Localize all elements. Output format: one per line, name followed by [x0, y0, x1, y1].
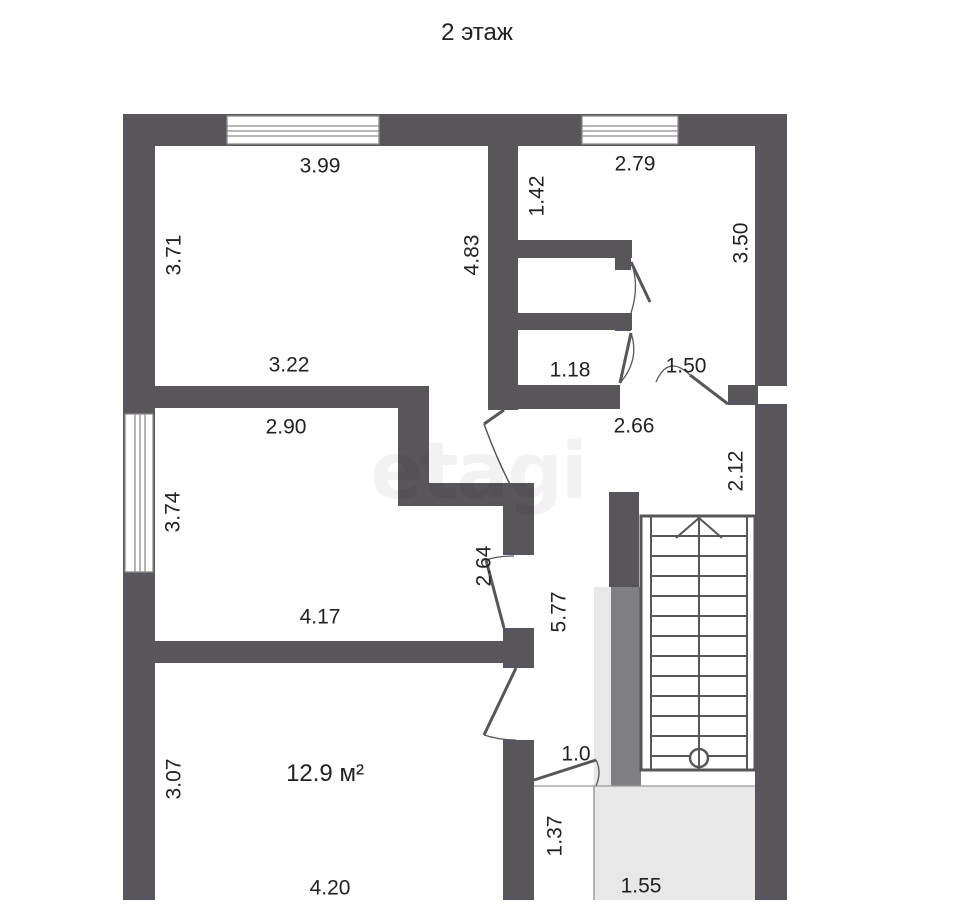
stair-dark-panel [609, 587, 641, 786]
wall-top-divider [488, 144, 518, 410]
dim-bath-door: 1.0 [561, 742, 591, 766]
wall-closet-bottom [488, 385, 620, 409]
dim-top-right-width: 2.79 [614, 152, 656, 176]
dim-mid-left-bottom: 4.17 [299, 605, 341, 629]
door-mid-left-leaf [484, 559, 506, 629]
dim-door-width: 1.50 [665, 354, 707, 378]
door-bottom-left-leaf [482, 667, 518, 736]
wall-closet-top [516, 240, 632, 258]
doors [482, 261, 729, 787]
stair-arrow [675, 516, 723, 539]
dim-top-right-height: 3.50 [729, 222, 753, 264]
door-top-left-leaf [483, 408, 505, 426]
wall-mid-jamb [503, 628, 534, 668]
door-top-right-leaf [689, 373, 729, 406]
dim-top-left-height: 3.71 [162, 234, 186, 276]
door-bath-leaf [533, 758, 597, 782]
bathroom-shading [594, 786, 755, 900]
wall-corridor-right-stub [728, 385, 758, 405]
dim-mid-left-height: 3.74 [161, 491, 185, 533]
wall-stair-left [609, 492, 639, 587]
wall-stair-right [755, 516, 761, 786]
dim-top-left-bottom: 3.22 [268, 353, 310, 377]
room-area: 12.9 м² [286, 760, 364, 787]
wall-closet-jamb [615, 240, 631, 270]
watermark: etagi [370, 427, 587, 517]
wall-stepped-jamb [503, 483, 534, 555]
wall-outer-right-top [755, 114, 787, 386]
staircase [639, 514, 757, 772]
wall-mid-left-bottom [123, 641, 534, 663]
dim-top-mid-height: 4.83 [460, 234, 484, 276]
dim-closet-width: 1.18 [549, 358, 591, 382]
dim-hall-length: 5.77 [547, 591, 571, 633]
door-top-left-arc [483, 423, 513, 489]
dim-bath-height: 1.37 [543, 815, 567, 857]
dim-bath-width: 1.55 [620, 874, 662, 898]
windows [124, 115, 679, 573]
floor-title: 2 этаж [441, 19, 513, 46]
wall-outer-top [123, 114, 787, 146]
window-mid-left [124, 413, 154, 573]
dim-corridor-width: 2.66 [613, 414, 655, 438]
dim-corridor-height: 2.12 [724, 450, 748, 492]
dim-bottom-left-width: 4.20 [309, 876, 351, 900]
dim-top-right-upper: 1.42 [525, 175, 549, 217]
stair-shading [534, 587, 755, 900]
wall-stepped-horizontal [398, 483, 534, 506]
window-top-left [226, 115, 380, 145]
dim-bottom-left-height: 3.07 [162, 758, 186, 800]
wall-closet-jamb-2 [615, 313, 631, 331]
dim-mid-door-height: 2.64 [472, 545, 496, 587]
stair-light-panel [594, 587, 611, 786]
wall-closet-mid [516, 313, 632, 330]
wall-top-left-bottom [123, 386, 429, 408]
door-closet-1-leaf [629, 261, 652, 303]
dim-mid-left-width: 2.90 [265, 415, 307, 439]
window-top-right [581, 115, 679, 145]
dim-top-left-width: 3.99 [299, 154, 341, 178]
door-closet-2-leaf [618, 332, 633, 384]
wall-bath-left [503, 740, 534, 900]
